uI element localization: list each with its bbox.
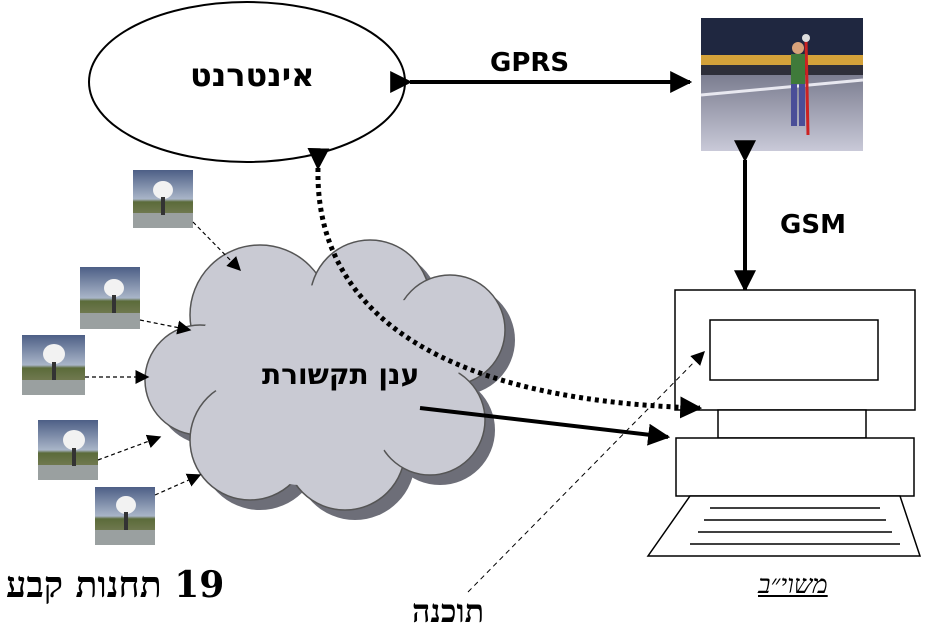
gsm-label: GSM <box>780 210 846 240</box>
computer-icon <box>646 289 922 557</box>
gprs-label: GPRS <box>490 48 570 78</box>
software-pointer-line <box>467 351 705 593</box>
software-label: תוכנה <box>412 592 485 630</box>
station-photo-4 <box>38 420 98 480</box>
computer-label: משוי״ב <box>758 570 828 600</box>
station-photo-3 <box>22 335 85 395</box>
cloud-to-computer-arrow <box>419 406 671 446</box>
cloud-label: ענן תקשורת <box>262 358 420 391</box>
station-arrows <box>85 221 241 496</box>
surveyor-photo <box>700 18 864 151</box>
station-photo-1 <box>133 170 193 228</box>
station-photo-2 <box>80 267 140 329</box>
internet-link-dotted-arrow <box>307 147 703 419</box>
internet-label: אינטרנט <box>190 56 315 94</box>
station-photo-5 <box>95 487 155 545</box>
stations-label: 19 תחנות קבע <box>6 564 225 606</box>
